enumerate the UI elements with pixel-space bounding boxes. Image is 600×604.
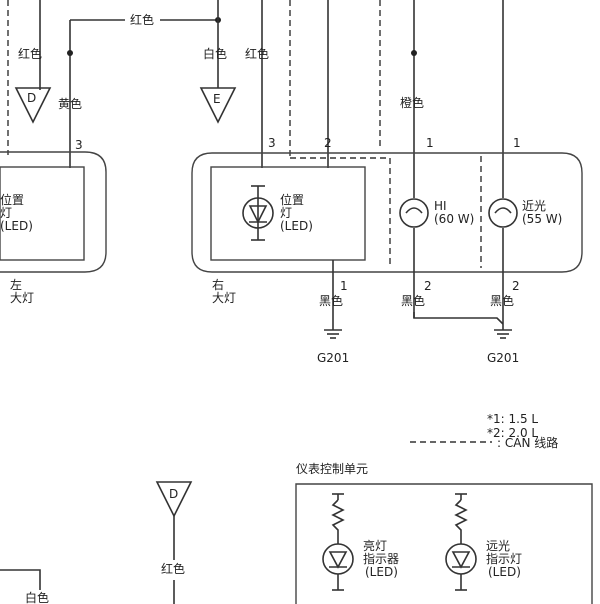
- svg-text:E: E: [213, 92, 221, 106]
- svg-text:(LED): (LED): [365, 565, 398, 579]
- connector-d-top: D: [14, 87, 52, 124]
- svg-text:位置: 位置: [0, 192, 24, 207]
- ground-symbol-2: G201: [487, 320, 519, 365]
- svg-text:G201: G201: [487, 351, 519, 365]
- pin-low-2: 2: [512, 279, 520, 293]
- svg-text:D: D: [169, 487, 178, 501]
- ground-symbol-1: G201: [317, 320, 349, 365]
- svg-text:G201: G201: [317, 351, 349, 365]
- junction-dot: [411, 50, 417, 56]
- junction-dot: [67, 50, 73, 56]
- wire-white-lower: [0, 569, 41, 590]
- note-can: : CAN 线路: [497, 435, 558, 450]
- pin-gnd-1: 1: [340, 279, 348, 293]
- note-2: *2: 2.0 L: [487, 426, 538, 440]
- svg-text:亮灯: 亮灯: [363, 538, 387, 553]
- svg-text:灯: 灯: [0, 206, 12, 220]
- svg-text:位置: 位置: [280, 192, 304, 207]
- svg-text:右: 右: [212, 277, 224, 292]
- svg-text:灯: 灯: [280, 206, 292, 220]
- wire-label-red-left: 红色: [18, 46, 42, 61]
- pin-right-3: 3: [268, 136, 276, 150]
- ground-link: [413, 312, 504, 325]
- wire-label-white-lower: 白色: [25, 590, 49, 604]
- svg-text:指示器: 指示器: [363, 551, 399, 566]
- svg-text:(LED): (LED): [488, 565, 521, 579]
- wire-label-red-lower: 红色: [161, 561, 185, 576]
- right-headlight: 位置 灯 (LED) 右 大灯: [191, 152, 583, 320]
- svg-text:HI: HI: [434, 199, 447, 213]
- low-beam-bulb: 近光 (55 W): [488, 198, 562, 320]
- pin-right-2: 2: [324, 136, 332, 150]
- pin-low-1: 1: [513, 136, 521, 150]
- wire-label-black-2: 黑色: [401, 294, 425, 308]
- connector-d-lower: D: [155, 481, 193, 604]
- svg-text:(LED): (LED): [280, 219, 313, 233]
- gauge-unit-box: [295, 483, 593, 604]
- wire-label-red-mid: 红色: [245, 46, 269, 61]
- svg-text:近光: 近光: [522, 199, 546, 213]
- svg-text:大灯: 大灯: [212, 291, 236, 305]
- top-wiring: [7, 0, 504, 198]
- svg-text:(60 W): (60 W): [434, 212, 474, 226]
- pin-left-3: 3: [75, 138, 83, 152]
- wire-label-black-1: 黑色: [319, 294, 343, 308]
- svg-text:D: D: [27, 91, 36, 105]
- svg-text:(LED): (LED): [0, 219, 33, 233]
- wire-label-black-3: 黑色: [490, 294, 514, 308]
- wire-label-yellow: 黄色: [58, 97, 82, 111]
- hi-bulb: HI (60 W): [399, 198, 474, 318]
- wire-label-red-top: 红色: [130, 12, 154, 27]
- pin-hi-1: 1: [426, 136, 434, 150]
- connector-e-top: E: [199, 87, 237, 124]
- svg-text:指示灯: 指示灯: [486, 551, 522, 566]
- indicator-high-beam: 远光 指示灯 (LED): [445, 493, 522, 591]
- svg-text:大灯: 大灯: [10, 291, 34, 305]
- svg-text:远光: 远光: [486, 539, 510, 553]
- svg-text:左: 左: [10, 277, 22, 292]
- wire-label-white-mid: 白色: [203, 46, 227, 61]
- note-1: *1: 1.5 L: [487, 412, 538, 426]
- svg-text:(55 W): (55 W): [522, 212, 562, 226]
- gauge-unit-title: 仪表控制单元: [296, 462, 368, 476]
- pin-hi-2: 2: [424, 279, 432, 293]
- indicator-light-on: 亮灯 指示器 (LED): [322, 493, 399, 591]
- left-headlight: 位置 灯 (LED) 左 大灯: [0, 151, 107, 305]
- wire-label-orange: 橙色: [400, 95, 424, 110]
